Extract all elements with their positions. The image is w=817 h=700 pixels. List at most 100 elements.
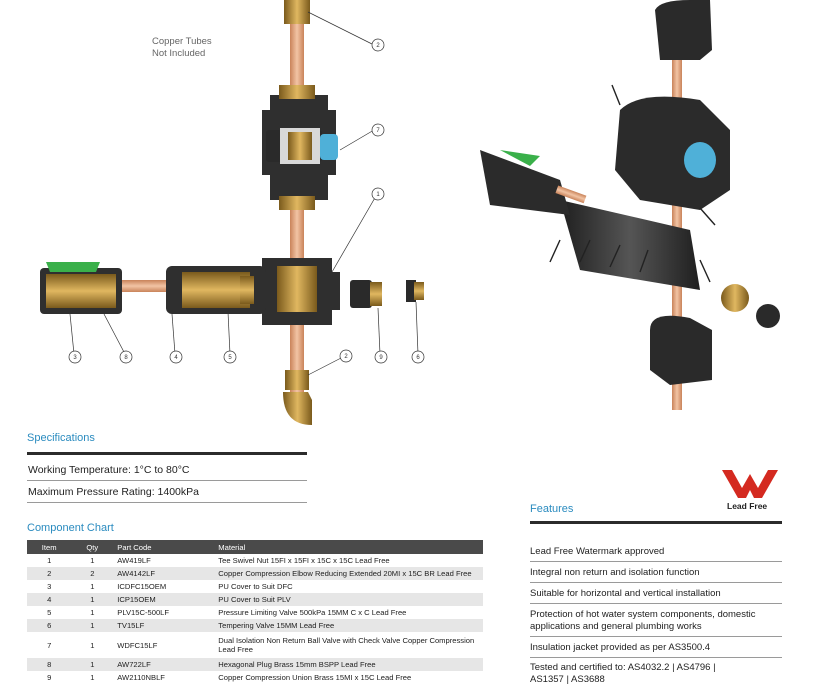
callout-3: 3	[68, 350, 82, 364]
cell-material: PU Cover to Suit PLV	[214, 593, 483, 606]
cell-item: 1	[47, 556, 52, 565]
callout-2-bottom: 2	[339, 349, 353, 363]
cell-qty: 1	[71, 658, 114, 671]
svg-text:1: 1	[376, 192, 380, 198]
component-chart-title: Component Chart	[27, 522, 114, 534]
cell-part-code: WDFC15LF	[117, 640, 158, 650]
feature-item: Integral non return and isolation functi…	[530, 567, 700, 578]
assembly-diagram: 2 7 1 2 3 8 4 5 9 6 Copper Tubes Not Inc…	[40, 0, 780, 425]
table-row: 3 1 ICDFC15OEM PU Cover to Suit DFC	[27, 580, 483, 593]
component-chart-table: Item Qty Part Code Material 1 1 AW419LF Tee…	[27, 540, 483, 684]
header-item: Item	[27, 540, 72, 554]
cell-material: Tee Swivel Nut 15FI x 15FI x 15C x 15C L…	[218, 556, 390, 565]
cell-item: 2	[27, 567, 72, 580]
cell-part-code: ICDFC15OEM	[117, 582, 167, 591]
table-row: 9 1 AW2110NBLF Copper Compression Union Bra…	[27, 671, 483, 684]
header-material: Material	[214, 540, 483, 554]
feature-divider	[530, 636, 782, 637]
spec-divider-1	[27, 480, 307, 481]
cell-qty: 1	[90, 640, 95, 650]
cell-item: 5	[47, 608, 52, 617]
feature-divider	[530, 603, 782, 604]
watermark-logo	[722, 470, 778, 498]
leader-lines	[69, 11, 419, 376]
callout-1: 1	[371, 187, 385, 201]
svg-text:2: 2	[344, 354, 348, 360]
cell-material: Copper Compression Union Brass 15MI x 15…	[218, 673, 412, 682]
cell-qty: 1	[90, 673, 95, 682]
table-row: 7 1 WDFC15LF Dual Isolation Non Return Ball…	[27, 632, 483, 658]
svg-text:2: 2	[376, 43, 380, 49]
assembled-view	[480, 0, 780, 410]
cell-item: 3	[47, 582, 52, 591]
features-rule	[530, 521, 782, 524]
table-row: 1 1 AW419LF Tee Swivel Nut 15FI x 15FI x 15…	[27, 554, 483, 567]
callout-5: 5	[223, 350, 237, 364]
callout-7: 8	[119, 350, 133, 364]
cell-part-code: AW419LF	[117, 556, 151, 565]
copper-tubes-note-line2: Not Included	[152, 48, 205, 59]
cell-part-code: ICP15OEM	[113, 593, 215, 606]
exploded-assembly	[40, 0, 424, 425]
cell-qty: 1	[90, 608, 95, 617]
cell-item: 4	[27, 593, 72, 606]
features-title: Features	[530, 503, 574, 515]
cell-material: Copper Compression Elbow Reducing Extend…	[214, 567, 483, 580]
specifications-title: Specifications	[27, 432, 95, 444]
cell-qty: 2	[71, 567, 114, 580]
cell-part-code: PLV15C-500LF	[117, 608, 170, 617]
watermark-label: Lead Free	[727, 501, 768, 511]
cell-qty: 1	[90, 556, 95, 565]
table-header-row: Item Qty Part Code Material	[27, 540, 483, 554]
specifications-rule	[27, 452, 307, 455]
feature-item: Protection of hot water system component…	[530, 609, 756, 632]
svg-text:3: 3	[73, 355, 77, 361]
callout-4: 4	[169, 350, 183, 364]
working-temperature: Working Temperature: 1°C to 80°C	[28, 464, 190, 476]
cell-qty: 1	[71, 593, 114, 606]
header-part-code: Part Code	[113, 540, 215, 554]
cell-material: Pressure Limiting Valve 500kPa 15MM C x …	[218, 608, 407, 617]
svg-text:8: 8	[124, 355, 128, 361]
cell-qty: 1	[90, 582, 95, 591]
cell-item: 7	[47, 640, 52, 650]
cell-part-code: TV15LF	[113, 619, 215, 632]
svg-text:4: 4	[174, 355, 178, 361]
callout-6: 7	[371, 123, 385, 137]
spec-divider-2	[27, 502, 307, 503]
feature-divider	[530, 561, 782, 562]
header-qty: Qty	[71, 540, 114, 554]
max-pressure-rating: Maximum Pressure Rating: 1400kPa	[28, 486, 199, 498]
callout-8: 6	[411, 350, 425, 364]
callout-2-top: 2	[371, 38, 385, 52]
table-row: 5 1 PLV15C-500LF Pressure Limiting Valve 50…	[27, 606, 483, 619]
feature-divider	[530, 657, 782, 658]
cell-material: Tempering Valve 15MM Lead Free	[214, 619, 483, 632]
cell-material: Hexagonal Plug Brass 15mm BSPP Lead Free	[214, 658, 483, 671]
svg-text:7: 7	[376, 128, 380, 134]
svg-text:5: 5	[228, 355, 232, 361]
feature-item: Lead Free Watermark approved	[530, 546, 665, 557]
callout-9: 9	[374, 350, 388, 364]
feature-item: Insulation jacket provided as per AS3500…	[530, 642, 711, 653]
cell-item: 9	[47, 673, 52, 682]
callout-markers: 2 7 1 2 3 8 4 5 9 6	[68, 38, 425, 364]
svg-text:6: 6	[416, 355, 420, 361]
cell-material: PU Cover to Suit DFC	[218, 582, 293, 591]
cell-part-code: AW4142LF	[113, 567, 215, 580]
copper-tubes-note-line1: Copper Tubes	[152, 36, 212, 47]
cell-material: Dual Isolation Non Return Ball Valve wit…	[218, 636, 475, 654]
cell-item: 8	[27, 658, 72, 671]
cell-qty: 1	[71, 619, 114, 632]
cell-part-code: AW2110NBLF	[117, 673, 165, 682]
feature-item: Tested and certified to: AS4032.2 | AS47…	[530, 662, 716, 685]
cell-part-code: AW722LF	[113, 658, 215, 671]
cell-item: 6	[27, 619, 72, 632]
feature-divider	[530, 582, 782, 583]
svg-text:9: 9	[379, 355, 383, 361]
feature-item: Suitable for horizontal and vertical ins…	[530, 588, 721, 599]
